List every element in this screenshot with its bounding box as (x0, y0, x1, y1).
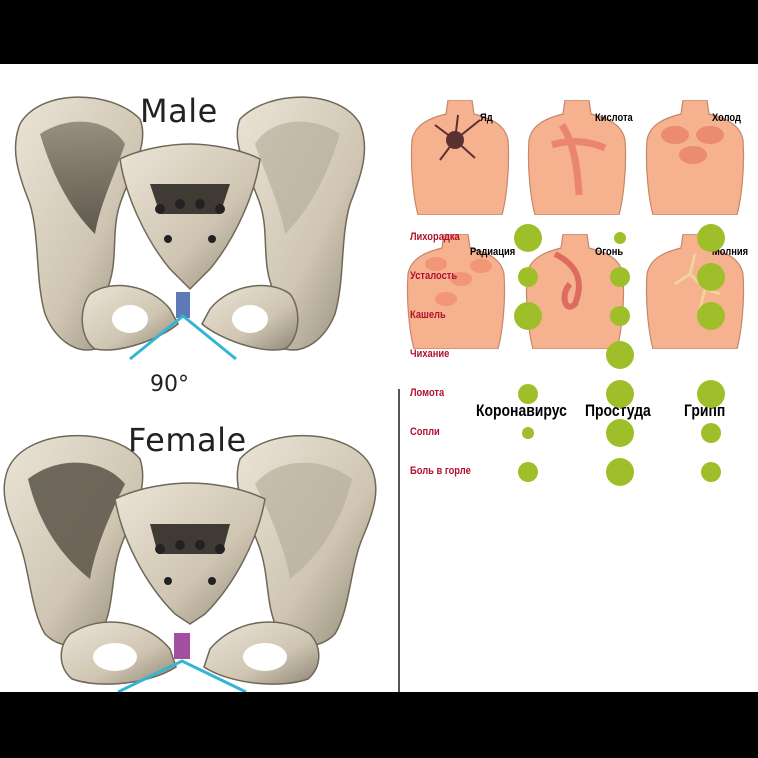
torso-poison (410, 99, 510, 216)
symptom-dot-cold (610, 306, 630, 326)
injury-label-acid: Кислота (595, 112, 633, 124)
symptom-label: Лихорадка (410, 231, 460, 243)
symptom-dot-flu (701, 462, 721, 482)
body-card-radiation (406, 233, 516, 350)
symptom-dot-flu (701, 423, 721, 443)
male-pelvis-illustration (14, 96, 366, 361)
symptom-dot-flu (697, 380, 725, 408)
body-card-acid (527, 99, 637, 216)
injury-label-poison: Яд (480, 112, 493, 124)
torso-cold (645, 99, 745, 216)
male-title: Male (140, 92, 218, 130)
injury-label-fire: Огонь (595, 246, 624, 258)
symptom-dot-coronavirus (518, 462, 538, 482)
symptom-dot-coronavirus (518, 384, 538, 404)
symptom-dot-coronavirus (518, 267, 538, 287)
symptom-label: Сопли (410, 426, 440, 438)
body-card-cold (645, 99, 755, 216)
male-pelvis-panel: Male 90° (0, 64, 380, 397)
symptom-dot-cold (606, 380, 634, 408)
symptom-label: Кашель (410, 309, 446, 321)
collage-canvas: Male 90° (0, 64, 758, 692)
symptom-label: Усталость (410, 270, 458, 282)
symptom-dot-coronavirus (514, 224, 542, 252)
symptom-dot-coronavirus (522, 427, 534, 439)
injury-label-cold: Холод (712, 112, 741, 124)
table-divider (398, 389, 400, 692)
symptom-dot-cold (606, 419, 634, 447)
symptom-dot-flu (697, 224, 725, 252)
female-pelvis-panel: Female (0, 399, 380, 692)
symptom-dot-flu (697, 302, 725, 330)
symptom-dot-cold (606, 341, 634, 369)
symptom-dot-flu (697, 263, 725, 291)
symptom-dot-cold (606, 458, 634, 486)
symptom-label: Ломота (410, 387, 445, 399)
injury-label-lightning: Молния (712, 246, 749, 258)
body-card-poison (410, 99, 520, 216)
symptom-dot-cold (610, 267, 630, 287)
column-header-cold: Простуда (585, 401, 651, 420)
symptom-label: Боль в горле (410, 465, 471, 477)
female-title: Female (128, 421, 247, 459)
symptom-dot-coronavirus (514, 302, 542, 330)
symptom-dot-cold (614, 232, 626, 244)
column-header-coronavirus: Коронавирус (476, 401, 567, 420)
female-pelvis-illustration (3, 434, 377, 692)
injury-label-radiation: Радиация (470, 246, 516, 258)
torso-radiation (406, 233, 506, 350)
symptom-label: Чихание (410, 348, 450, 360)
angle-label: 90° (150, 372, 189, 397)
